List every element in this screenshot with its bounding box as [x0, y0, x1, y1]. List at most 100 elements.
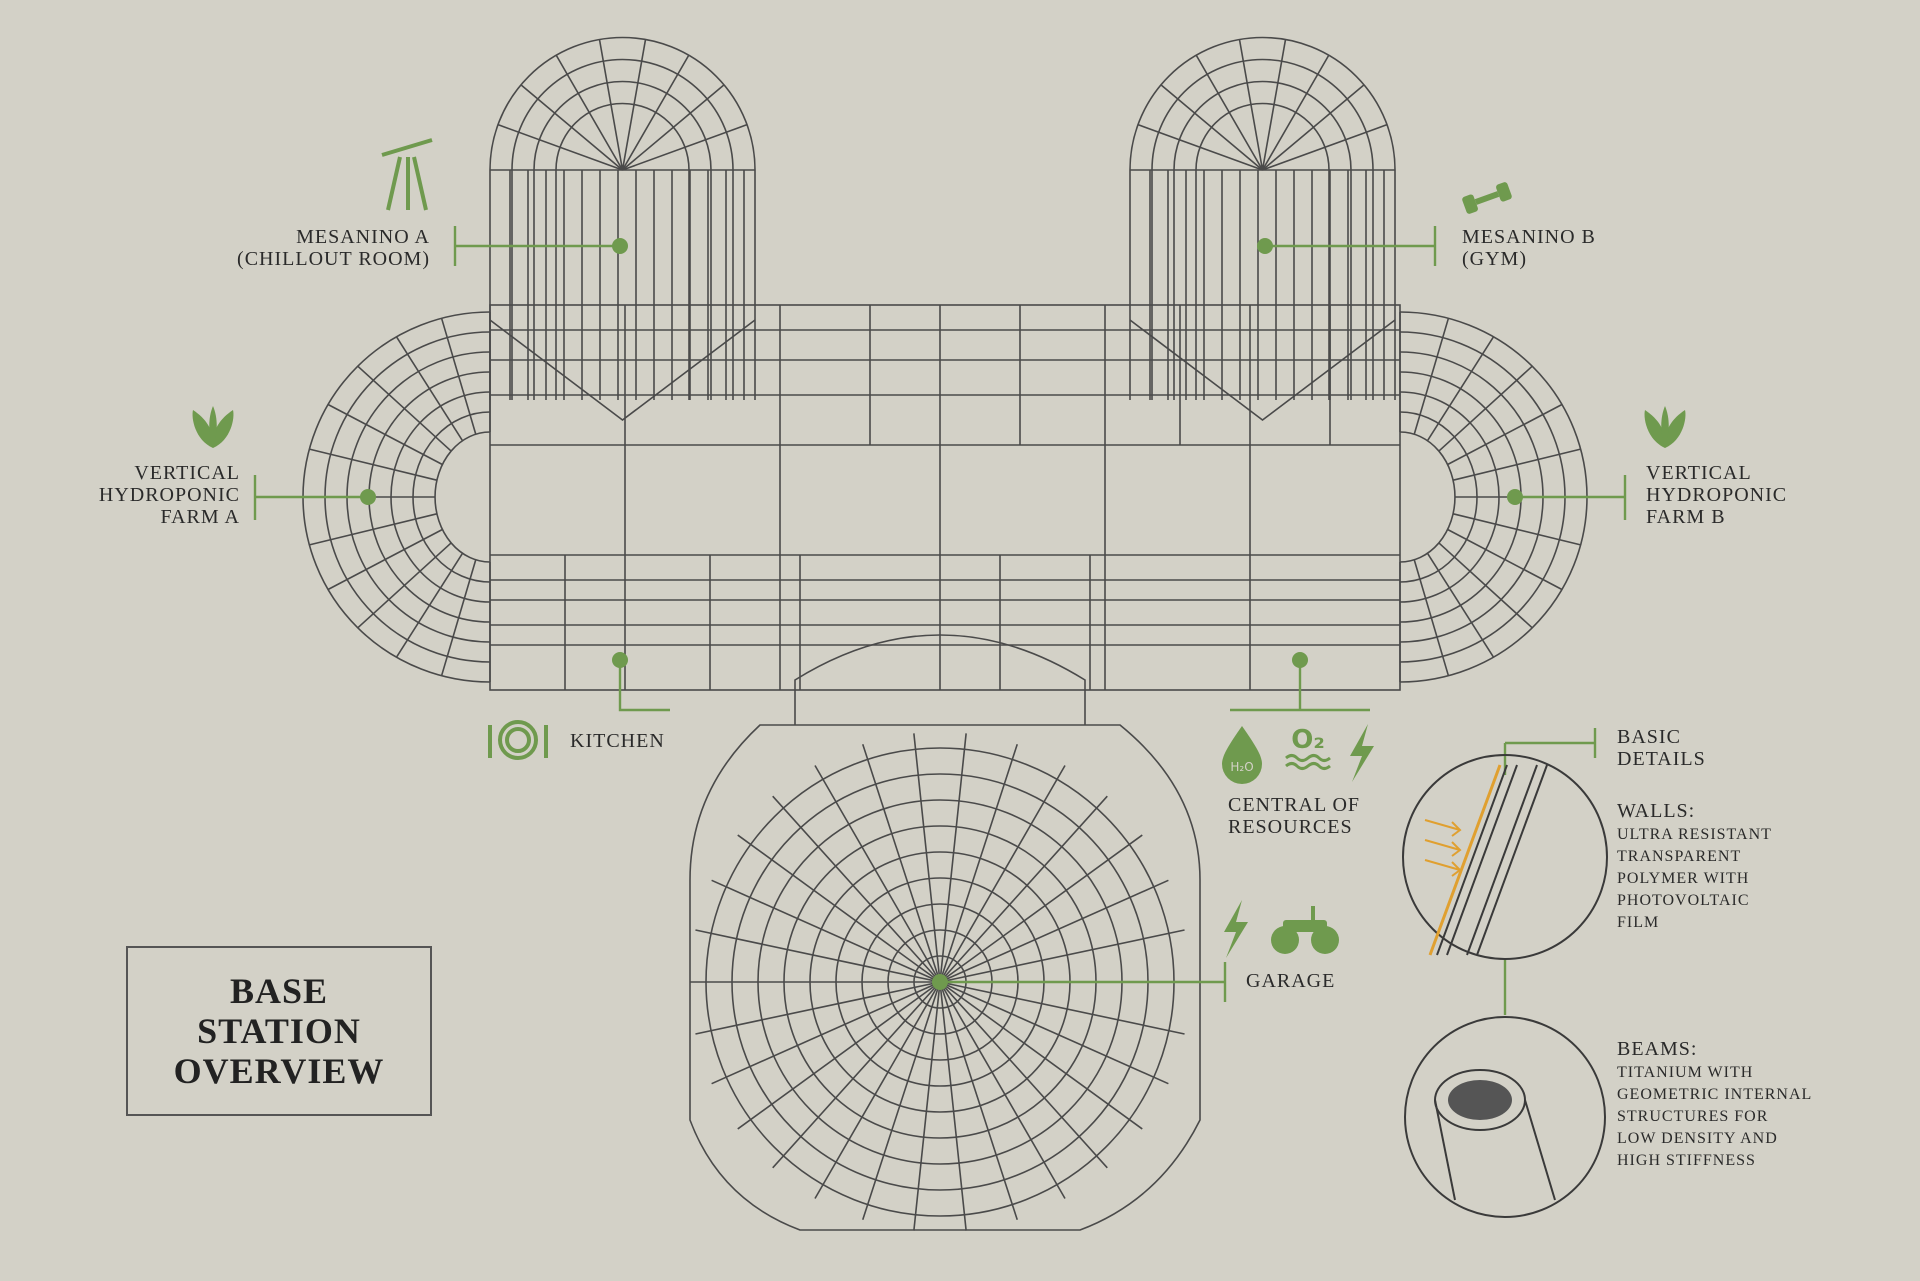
mesanino-b-rib: [1262, 123, 1388, 171]
mesanino-b-rib: [1238, 39, 1264, 171]
label-resources-line1: CENTRAL OF: [1228, 794, 1361, 816]
leader-resources: [1230, 660, 1370, 712]
leaf-right: [212, 410, 234, 448]
dome-spoke: [913, 981, 941, 1231]
beams-title: BEAMS:: [1617, 1038, 1697, 1060]
water-drop-label: H₂O: [1230, 760, 1253, 774]
farm-a-rib: [395, 336, 464, 442]
rover-body: [1283, 920, 1327, 932]
rover-wheel: [1271, 926, 1299, 954]
wall-layer: [1436, 764, 1508, 956]
dumbbell-weight: [1462, 194, 1478, 214]
dome-spoke: [939, 981, 1066, 1199]
mesanino-a-rib: [621, 54, 690, 171]
beams-title-text: BEAMS:: [1617, 1038, 1698, 1060]
dome-spoke: [939, 743, 1019, 983]
dome-spoke: [737, 981, 941, 1130]
farm-b-rib: [1426, 336, 1495, 442]
garage-dome-outline: [689, 724, 1201, 1231]
beam-detail-circle: [1404, 1016, 1606, 1218]
dome-spoke: [772, 795, 941, 983]
label-mesanino-a: MESANINO A (CHILLOUT ROOM): [237, 226, 430, 270]
dome-spoke: [939, 981, 1143, 1130]
dome-spoke: [861, 981, 941, 1221]
leader-mesanino-b-dot: [1257, 238, 1273, 254]
dome-spoke: [711, 981, 941, 1085]
farm-a-arc: [434, 431, 491, 563]
plate-inner: [505, 727, 531, 753]
mesanino-b-rib: [1261, 84, 1365, 171]
leader-mesanino-a-dot: [612, 238, 628, 254]
leader-resources-dot: [1292, 652, 1308, 668]
label-kitchen-text: KITCHEN: [570, 730, 665, 752]
dome-spoke: [939, 834, 1143, 983]
farm-b-rib: [1452, 448, 1581, 481]
oxygen-label: O₂: [1291, 725, 1325, 755]
mesanino-a-rib: [621, 39, 647, 171]
farm-a-rib: [309, 448, 438, 481]
photovoltaic-film: [1428, 764, 1502, 956]
wall-circle-outline: [1402, 754, 1608, 960]
label-farm-a-line3: FARM A: [160, 506, 240, 528]
mesanino-b-arch: [1173, 80, 1352, 400]
leader-garage: [940, 962, 1227, 1002]
sun-arrow: [1424, 839, 1462, 857]
sun-arrow: [1424, 859, 1462, 877]
mesanino-a-arch: [533, 80, 712, 400]
title-line-3: OVERVIEW: [173, 1051, 385, 1091]
farm-b-rib: [1426, 552, 1495, 658]
walls-line1: ULTRA RESISTANT: [1617, 826, 1772, 843]
mesanino-b-brace: [1129, 319, 1396, 422]
connector-tunnel: [794, 634, 1086, 725]
farm-b-rib: [1438, 542, 1533, 629]
mesanino-a-arch: [511, 58, 734, 400]
dumbbell-weight: [1496, 182, 1512, 202]
walls-description: ULTRA RESISTANT TRANSPARENT POLYMER WITH…: [1617, 824, 1772, 934]
label-resources: CENTRAL OF RESOURCES: [1228, 794, 1360, 838]
mesanino-b-rib: [1261, 39, 1287, 171]
label-farm-a-line1: VERTICAL: [134, 462, 240, 484]
farm-b-rib: [1447, 528, 1563, 591]
leaf-center: [1661, 406, 1669, 448]
leader-mesanino-b: [1265, 226, 1437, 266]
farm-a-rib: [357, 542, 452, 629]
beams-description: TITANIUM WITH GEOMETRIC INTERNAL STRUCTU…: [1617, 1062, 1812, 1172]
telescope-leg: [412, 156, 428, 211]
walls-line5: FILM: [1617, 914, 1660, 931]
rover-mast: [1311, 906, 1315, 920]
dumbbell-bar: [1474, 191, 1500, 205]
wave: [1285, 762, 1331, 770]
mesanino-b-arch: [1151, 58, 1374, 400]
drop-shape: [1222, 726, 1262, 784]
sun-arrow: [1424, 819, 1462, 837]
wall-layer: [1476, 764, 1548, 956]
mesanino-a-rib: [598, 39, 624, 171]
floor-plan-structure: [302, 36, 1588, 1231]
telescope-leg: [386, 156, 402, 211]
details-heading: BASIC DETAILS: [1617, 726, 1706, 770]
title-box: BASE STATION OVERVIEW: [126, 946, 432, 1116]
label-farm-a: VERTICAL HYDROPONIC FARM A: [99, 462, 240, 528]
dome-spoke: [737, 834, 941, 983]
label-garage: GARAGE: [1246, 970, 1335, 992]
label-resources-line2: RESOURCES: [1228, 816, 1353, 838]
walls-title-text: WALLS:: [1617, 800, 1696, 822]
leader-mesanino-a: [453, 226, 620, 266]
walls-line3: POLYMER WITH: [1617, 870, 1750, 887]
label-farm-b-line3: FARM B: [1646, 506, 1726, 528]
plate-outer: [498, 720, 538, 760]
farm-a-rib: [357, 365, 452, 452]
dome-spoke: [861, 743, 941, 983]
label-mesanino-b: MESANINO B (GYM): [1462, 226, 1596, 270]
walls-line4: PHOTOVOLTAIC: [1617, 892, 1750, 909]
dome-spoke: [695, 981, 941, 1035]
leader-farm-a: [253, 475, 368, 520]
wave: [1285, 754, 1331, 762]
rover-icon: [1271, 906, 1339, 954]
label-mesanino-b-line1: MESANINO B: [1462, 226, 1596, 248]
central-hall-outline: [489, 304, 1401, 691]
leader-details: [1503, 728, 1597, 775]
leader-farm-a-dot: [360, 489, 376, 505]
beam-edge: [1524, 1099, 1556, 1201]
farm-a-rib: [327, 528, 443, 591]
